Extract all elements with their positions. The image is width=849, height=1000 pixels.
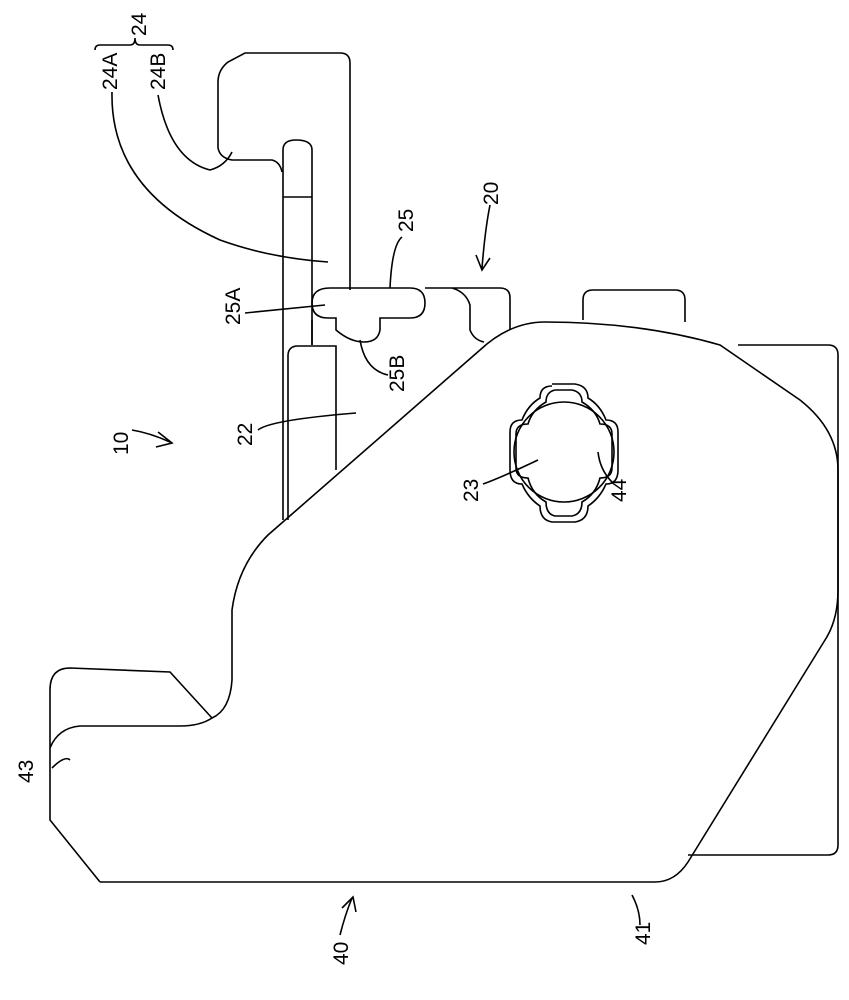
label-24A: 24A [99,53,122,90]
label-25: 25 [395,209,418,232]
leader-25B [360,340,388,375]
leader-24B [158,95,232,170]
shaft-23 [514,402,614,502]
label-44: 44 [608,478,631,502]
tab-43-inner [50,718,212,748]
leader-43 [52,759,70,768]
leader-24A [112,92,328,262]
top-tab [583,290,685,322]
label-43: 43 [15,760,38,783]
label-24B: 24B [147,53,170,90]
arrow-40 [340,897,356,935]
leader-22 [258,413,356,430]
part-22 [288,346,336,520]
label-24: 24 [128,12,151,36]
label-25A: 25A [222,288,245,325]
part-24B-outline [218,53,350,290]
brace-24 [95,38,173,50]
label-22: 22 [234,423,257,446]
label-25B: 25B [386,355,409,392]
main-body-41 [100,322,838,882]
rear-box [688,345,838,855]
part-20-bracket [425,288,510,342]
label-20: 20 [480,182,503,205]
label-41: 41 [632,922,655,945]
label-40: 40 [330,942,353,965]
arrow-10 [132,430,172,447]
leader-41 [632,895,640,925]
tab-43 [50,668,212,882]
label-10: 10 [110,432,133,455]
arrow-20 [476,205,490,270]
part-25A-lug [312,288,425,345]
label-23: 23 [460,479,483,502]
leader-25 [390,237,402,288]
